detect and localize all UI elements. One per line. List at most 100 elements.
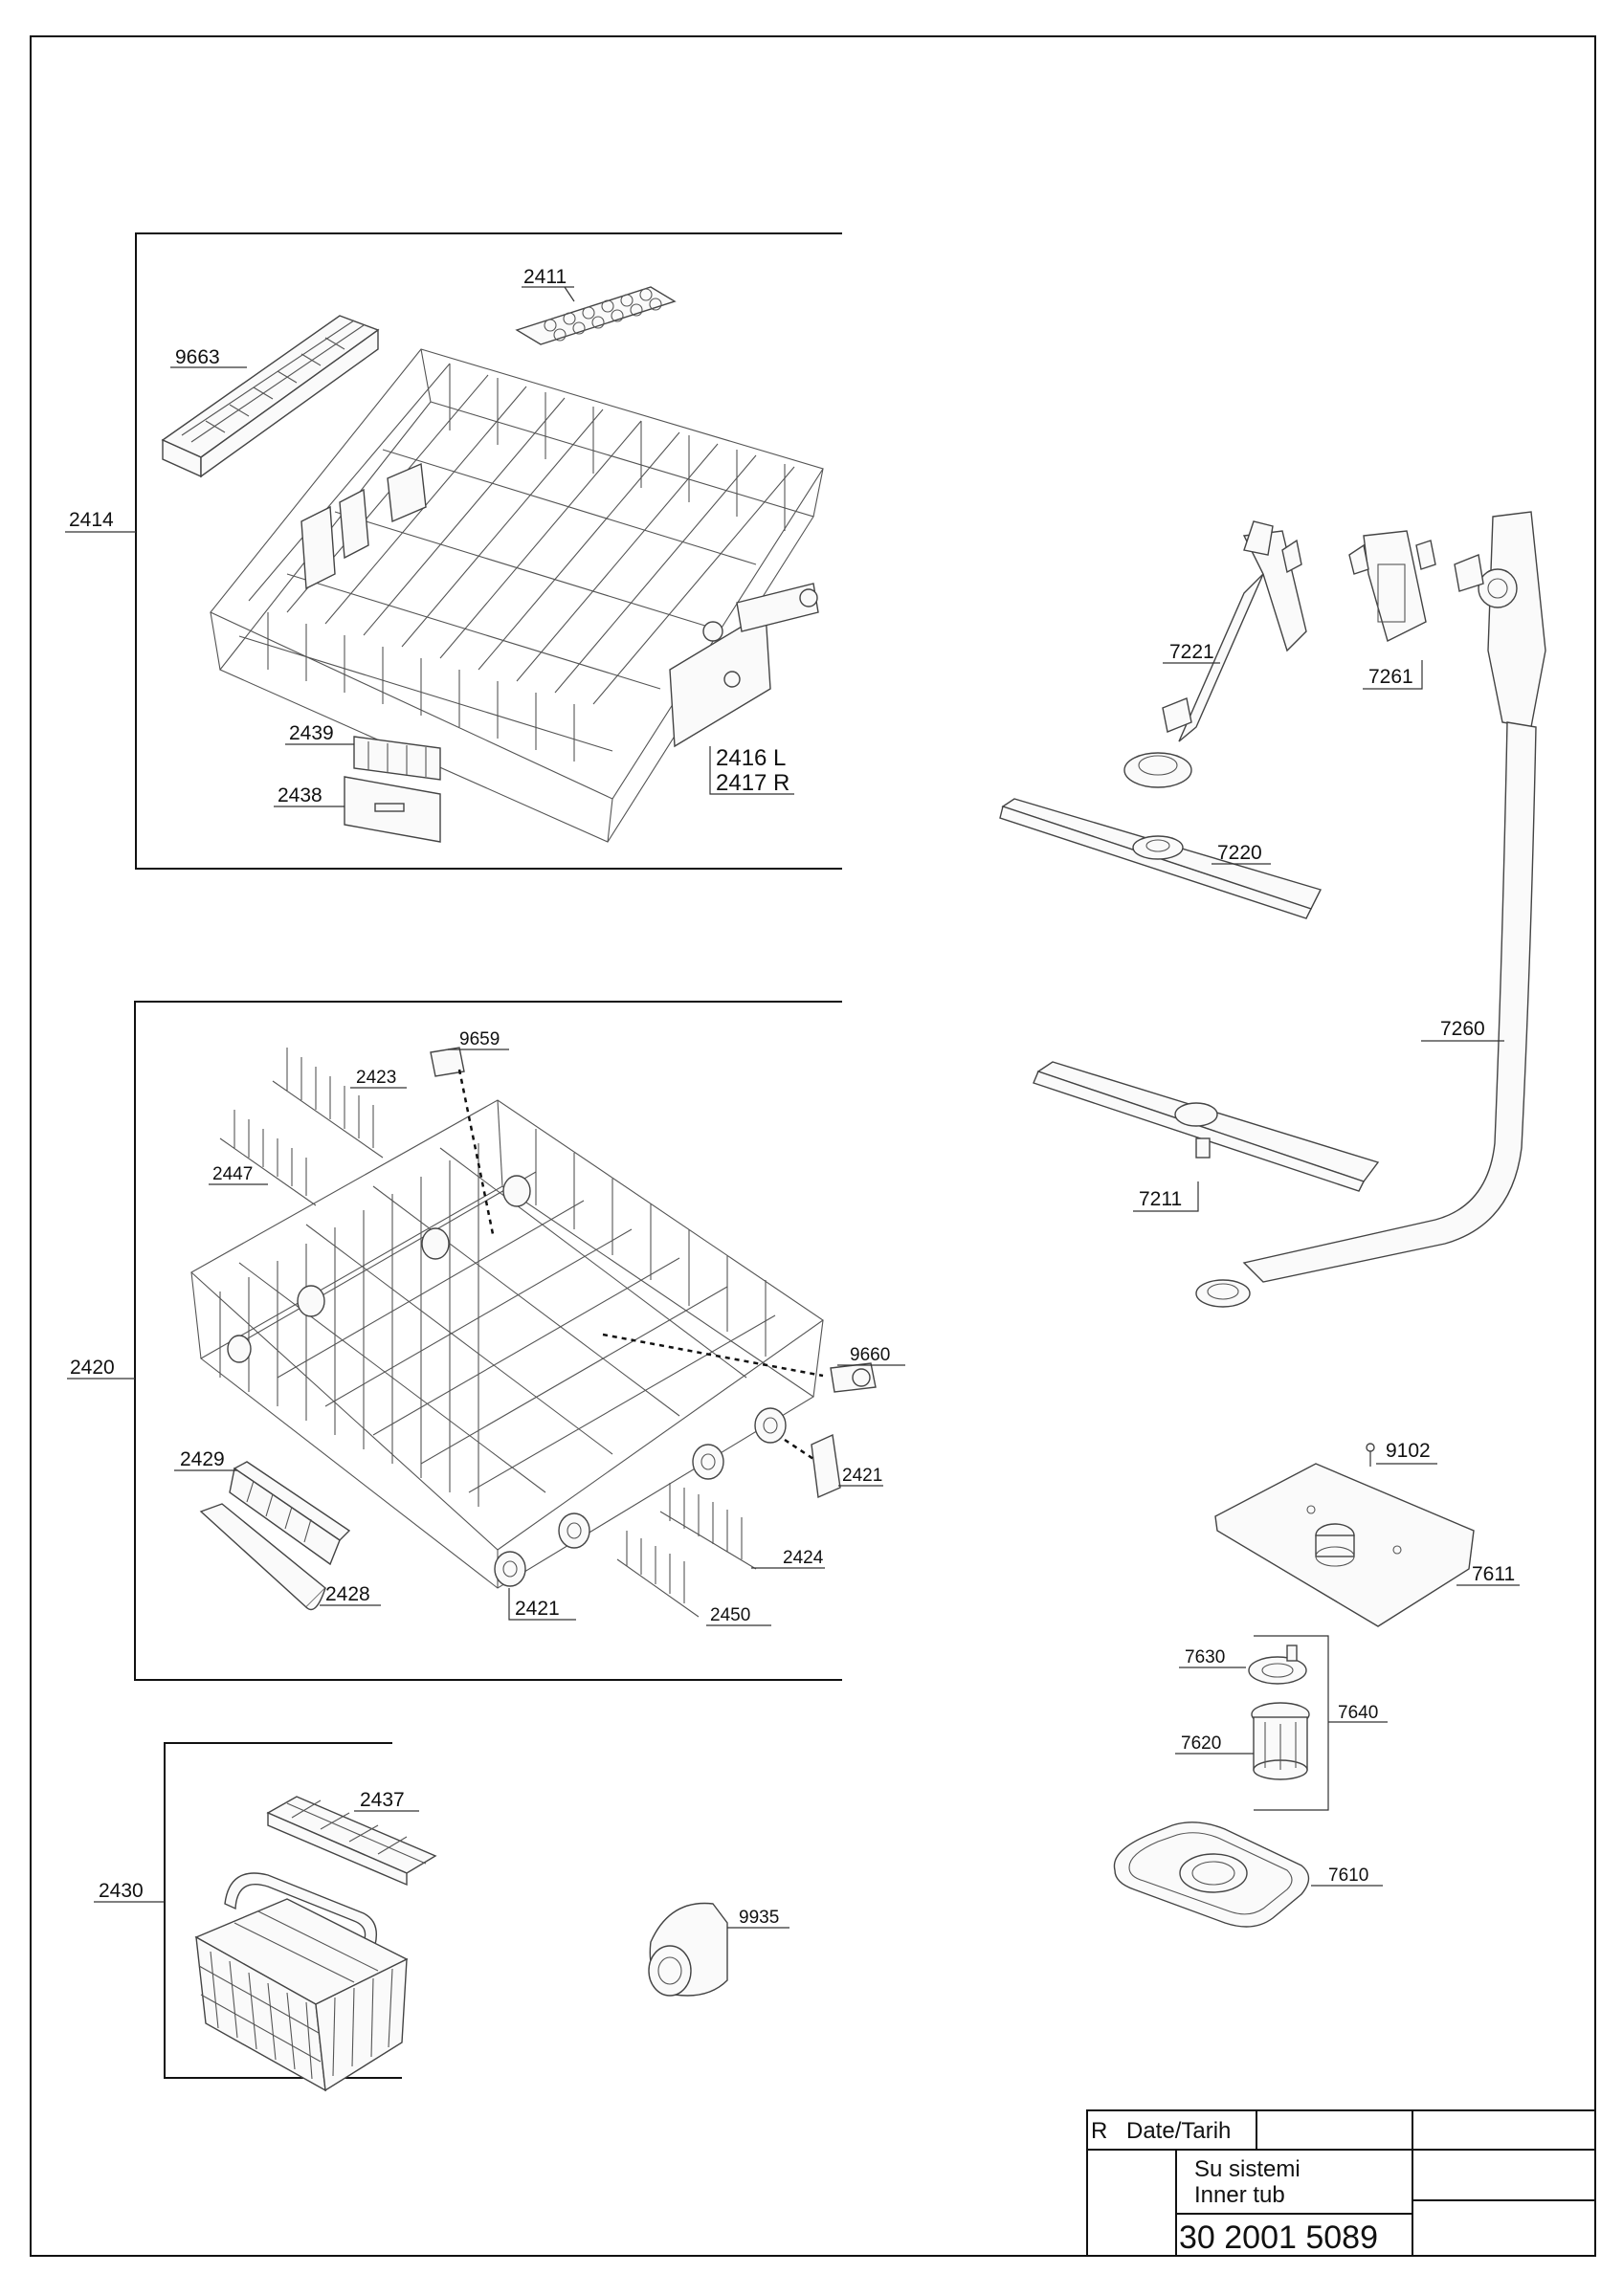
- label-2411: 2411: [522, 266, 575, 302]
- svg-text:7640: 7640: [1338, 1703, 1378, 1723]
- label-2421-bottom: 2421: [508, 1588, 576, 1621]
- label-9935: 9935: [727, 1908, 789, 1929]
- title-turkish: Su sistemi: [1194, 2156, 1301, 2182]
- label-2414: 2414: [65, 509, 136, 533]
- label-2438: 2438: [274, 784, 345, 807]
- svg-text:2421: 2421: [515, 1598, 560, 1620]
- svg-text:2447: 2447: [212, 1164, 253, 1184]
- label-7611: 7611: [1456, 1563, 1520, 1586]
- flap-2429: [229, 1461, 351, 1566]
- cutlery-tray-9663: [161, 315, 380, 478]
- svg-text:9663: 9663: [175, 346, 220, 368]
- svg-text:9935: 9935: [739, 1908, 779, 1928]
- flap-2439: [353, 736, 441, 781]
- label-7211: 7211: [1133, 1181, 1199, 1212]
- svg-text:2421: 2421: [842, 1466, 882, 1486]
- upper-basket-group: 2411 9663 2414 2439 2438 2416 L 2417 R: [65, 232, 842, 870]
- sheet-border: [30, 35, 1596, 2257]
- svg-text:2439: 2439: [289, 722, 334, 744]
- label-7620: 7620: [1175, 1733, 1254, 1755]
- tine-rack-2423: [272, 1048, 384, 1159]
- screw-9102: [1366, 1443, 1375, 1467]
- svg-text:2424: 2424: [783, 1548, 824, 1568]
- label-7630: 7630: [1179, 1647, 1246, 1668]
- label-7221: 7221: [1163, 641, 1220, 664]
- part-7261: [1348, 530, 1436, 643]
- svg-text:9102: 9102: [1386, 1440, 1431, 1462]
- spray-system-group: 7221 7261 7220 7260 7211: [999, 511, 1546, 1308]
- basket-clips: [300, 462, 427, 590]
- label-9660: 9660: [837, 1345, 905, 1366]
- spray-arm-7211: [1033, 1061, 1380, 1192]
- svg-text:2411: 2411: [523, 266, 567, 288]
- grid-2437: [266, 1796, 437, 1887]
- dashed-leader-9660: [602, 1333, 824, 1378]
- label-9659: 9659: [448, 1029, 509, 1050]
- label-2429: 2429: [174, 1448, 237, 1471]
- spray-pipe-7221: [1123, 520, 1307, 788]
- svg-text:9659: 9659: [459, 1029, 500, 1049]
- svg-text:7611: 7611: [1472, 1563, 1515, 1585]
- handle-2438: [344, 776, 441, 843]
- label-7610: 7610: [1311, 1866, 1383, 1887]
- title-block: R Date/Tarih Su sistemi Inner tub 30 200…: [1086, 2109, 1596, 2257]
- clip-9660: [830, 1362, 877, 1393]
- small-rack-2411: [515, 286, 677, 345]
- cutlery-basket-group: 2437 2430: [94, 1742, 437, 2092]
- filter-group: 9102 7611 7630 7640 7620 7610: [1113, 1440, 1520, 1928]
- label-2420: 2420: [67, 1357, 135, 1380]
- pipe-7260: [1195, 511, 1546, 1308]
- group-bracket-lower-basket: [134, 1001, 842, 1681]
- date-label: Date/Tarih: [1126, 2118, 1231, 2144]
- label-7220: 7220: [1212, 842, 1271, 865]
- cutlery-basket-2430: [194, 1872, 409, 2092]
- label-7640: 7640: [1328, 1703, 1388, 1723]
- label-2439: 2439: [285, 722, 354, 745]
- part-7630: [1248, 1645, 1307, 1685]
- svg-text:7630: 7630: [1185, 1647, 1225, 1667]
- drawing-number: 30 2001 5089: [1179, 2219, 1378, 2256]
- svg-text:7221: 7221: [1169, 641, 1214, 663]
- svg-text:2423: 2423: [356, 1068, 396, 1088]
- flat-filter-7610: [1113, 1821, 1310, 1928]
- group-bracket-cutlery-basket: [164, 1742, 402, 2079]
- svg-text:2417 R: 2417 R: [716, 770, 789, 796]
- svg-text:7610: 7610: [1328, 1866, 1368, 1886]
- label-7261: 7261: [1363, 660, 1423, 690]
- group-bracket-7640: [1254, 1635, 1329, 1811]
- dashed-leader-9659: [457, 1069, 495, 1235]
- side-rail-2416-2417: [669, 583, 819, 748]
- svg-text:7620: 7620: [1181, 1733, 1221, 1754]
- label-2423: 2423: [350, 1068, 407, 1089]
- clip-2421-right: [811, 1433, 841, 1499]
- group-bracket-upper-basket: [135, 232, 842, 870]
- label-2437: 2437: [354, 1789, 419, 1812]
- label-2428: 2428: [320, 1583, 381, 1606]
- label-7260: 7260: [1421, 1018, 1504, 1042]
- svg-text:2428: 2428: [325, 1583, 370, 1605]
- label-9102: 9102: [1376, 1440, 1437, 1465]
- svg-text:2429: 2429: [180, 1448, 225, 1470]
- handle-2428: [199, 1503, 327, 1611]
- svg-text:2430: 2430: [99, 1880, 144, 1902]
- tine-rack-2450: [616, 1531, 700, 1618]
- label-2416-2417: 2416 L 2417 R: [709, 745, 794, 796]
- title-english: Inner tub: [1194, 2182, 1285, 2208]
- svg-text:2437: 2437: [360, 1789, 405, 1811]
- svg-text:7261: 7261: [1368, 666, 1413, 688]
- part-9935: 9935: [648, 1902, 789, 1997]
- svg-text:9660: 9660: [850, 1345, 890, 1365]
- svg-text:7260: 7260: [1440, 1018, 1485, 1040]
- label-9663: 9663: [170, 346, 247, 368]
- spray-arm-7220: [999, 798, 1322, 919]
- svg-text:2416 L: 2416 L: [716, 745, 786, 771]
- tine-rack-2424: [659, 1483, 757, 1570]
- revision-label: R: [1091, 2118, 1107, 2144]
- label-2450: 2450: [706, 1605, 771, 1626]
- plate-7611: [1214, 1463, 1475, 1627]
- part-7620: [1251, 1702, 1310, 1780]
- dashed-leader-2421: [784, 1438, 814, 1461]
- svg-text:7211: 7211: [1139, 1188, 1182, 1210]
- basket-wheels: [227, 1175, 787, 1587]
